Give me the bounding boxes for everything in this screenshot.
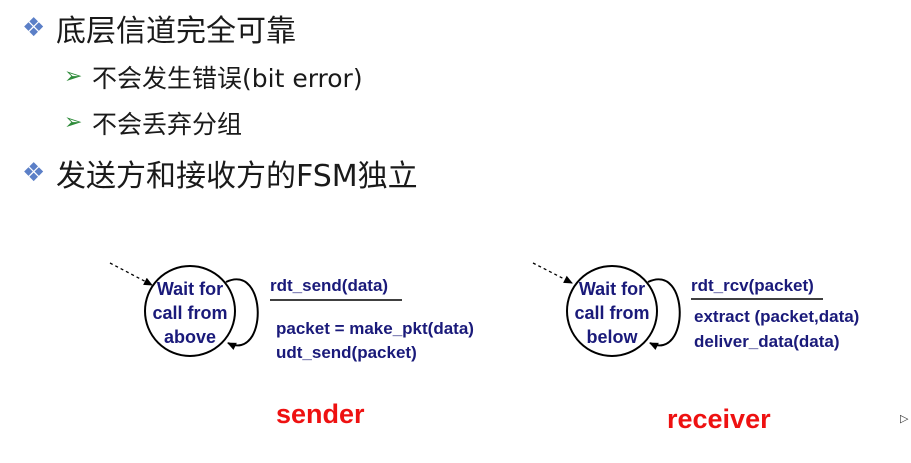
arrow-bullet-icon: ➢ xyxy=(64,64,83,89)
sender-state-circle xyxy=(144,265,236,357)
arrow-bullet-icon: ➢ xyxy=(64,110,83,135)
diamond-bullet-icon: ❖ xyxy=(22,158,46,188)
cursor-icon: ▷ xyxy=(900,412,909,425)
sender-state-line-1: Wait for xyxy=(157,279,223,299)
bullet-text: 底层信道完全可靠 xyxy=(56,14,296,49)
receiver-state-circle xyxy=(566,265,658,357)
receiver-state-line-2: call from xyxy=(574,303,649,323)
bullet-text: 不会发生错误(bit error) xyxy=(92,64,363,93)
receiver-action-line-2: deliver_data(data) xyxy=(694,332,840,351)
sender-state-line-2: call from xyxy=(152,303,227,323)
receiver-self-loop-arrow xyxy=(647,278,681,351)
sender-self-loop-arrow xyxy=(225,278,259,351)
sender-action-line-2: udt_send(packet) xyxy=(276,343,417,362)
receiver-action-line-1: extract (packet,data) xyxy=(694,307,859,326)
initial-state-arrow xyxy=(109,262,153,286)
bullet-level1-2: ❖ 发送方和接收方的FSM独立 xyxy=(22,151,418,195)
initial-state-arrow xyxy=(532,262,573,284)
sender-state-line-3: above xyxy=(164,327,216,347)
sender-label: sender xyxy=(276,399,365,429)
bullet-text: 不会丢弃分组 xyxy=(92,110,243,139)
receiver-fsm: Wait for call from below rdt_rcv(packet)… xyxy=(532,262,859,357)
sender-event-label: rdt_send(data) xyxy=(270,276,388,295)
receiver-state-line-1: Wait for xyxy=(579,279,645,299)
receiver-label: receiver xyxy=(667,404,771,434)
sender-action-line-1: packet = make_pkt(data) xyxy=(276,319,474,338)
receiver-event-label: rdt_rcv(packet) xyxy=(691,276,814,295)
bullet-level2-1: ➢ 不会发生错误(bit error) xyxy=(64,59,363,95)
bullet-level1-1: ❖ 底层信道完全可靠 xyxy=(22,6,296,50)
diamond-bullet-icon: ❖ xyxy=(22,13,46,43)
receiver-state-line-3: below xyxy=(586,327,638,347)
sender-fsm: Wait for call from above rdt_send(data) … xyxy=(109,262,474,362)
bullet-level2-2: ➢ 不会丢弃分组 xyxy=(64,105,242,141)
bullet-text: 发送方和接收方的FSM独立 xyxy=(56,159,418,194)
